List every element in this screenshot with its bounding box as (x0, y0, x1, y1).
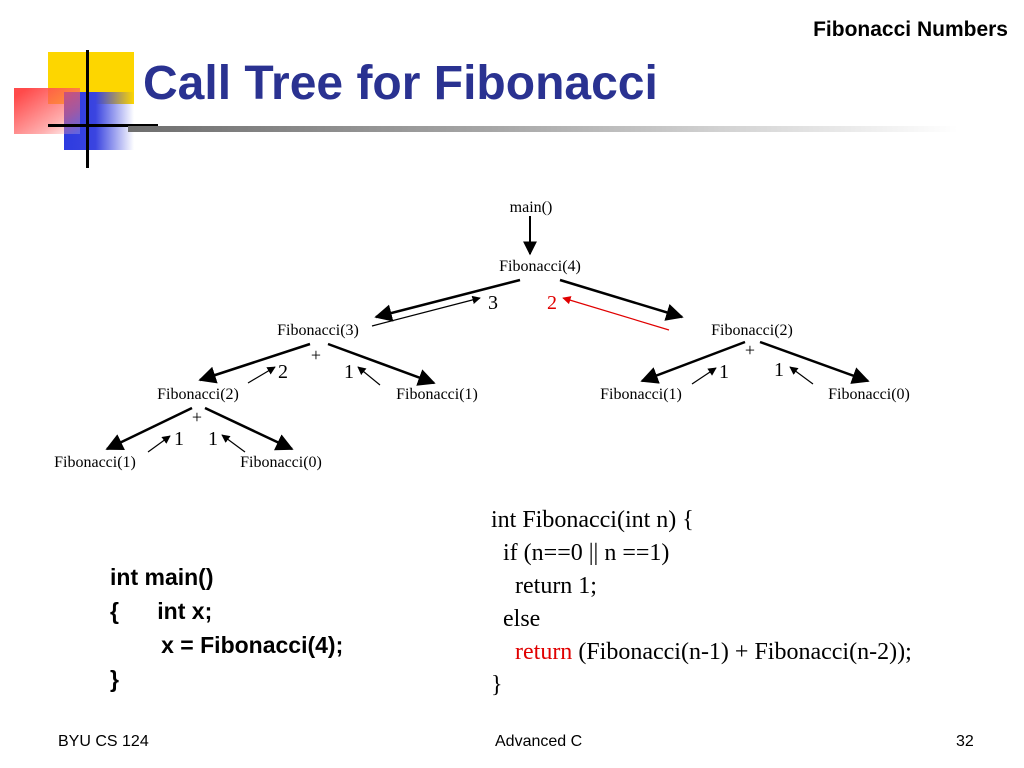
edge-fib2l-fib1ll (105, 406, 193, 451)
edge-fib1ll-return (147, 435, 171, 453)
edge-fib0l-return (221, 434, 246, 453)
edge-fib2l-fib0l (204, 406, 294, 451)
main-code-line: x = Fibonacci(4); (110, 632, 344, 658)
code-text: (Fibonacci(n-1) + Fibonacci(n-2)); (572, 639, 912, 665)
fibonacci-code: int Fibonacci(int n) { if (n==0 || n ==1… (491, 504, 912, 702)
node-fib1m: Fibonacci(1) (396, 386, 478, 403)
plus-sign-p1: + (311, 345, 321, 365)
code-text (491, 639, 515, 665)
return-value-v1c: 1 (774, 359, 784, 381)
footer-center: Advanced C (495, 733, 583, 750)
node-fib2r: Fibonacci(2) (711, 322, 793, 339)
plus-sign-p3: + (192, 407, 202, 427)
code-line: return 1; (491, 570, 912, 603)
return-value-v2: 2 (278, 361, 288, 383)
code-text: else (491, 606, 541, 632)
edge-fib2r-fib1r (640, 340, 746, 384)
code-line: } (491, 669, 912, 702)
node-fib3: Fibonacci(3) (277, 322, 359, 339)
title-rule (128, 126, 958, 132)
code-text: } (491, 672, 503, 698)
edge-fib1m-return (357, 366, 381, 386)
node-fib2l: Fibonacci(2) (157, 386, 239, 403)
header-title: Fibonacci Numbers (813, 18, 1008, 41)
footer-left: BYU CS 124 (58, 733, 149, 750)
slide-title: Call Tree for Fibonacci (143, 57, 658, 110)
return-keyword: return (515, 639, 573, 665)
code-text: return 1; (491, 573, 597, 599)
return-value-v1d: 1 (174, 428, 184, 450)
page-number: 32 (956, 733, 974, 750)
code-text: int Fibonacci(int n) { (491, 507, 694, 533)
main-code-line: } (110, 666, 119, 692)
main-code: int main() { int x; x = Fibonacci(4);} (110, 560, 343, 696)
code-line: else (491, 603, 912, 636)
edge-fib2r-return (562, 296, 670, 331)
edge-fib3-fib1m (327, 342, 436, 386)
decor-vertical-line (86, 50, 89, 168)
main-code-line: int main() (110, 564, 214, 590)
node-fib0r: Fibonacci(0) (828, 386, 910, 403)
main-code-line: { int x; (110, 598, 213, 624)
edge-fib2r-fib0r (759, 340, 870, 384)
edge-fib3-return (371, 295, 481, 327)
code-line: if (n==0 || n ==1) (491, 537, 912, 570)
return-value-v2top: 2 (547, 292, 557, 314)
edge-fib4-fib3 (374, 278, 521, 322)
edge-fib3-fib2l (198, 342, 311, 384)
node-fib1ll: Fibonacci(1) (54, 454, 136, 471)
code-text: if (n==0 || n ==1) (491, 540, 670, 566)
node-fib1r: Fibonacci(1) (600, 386, 682, 403)
edge-fib0r-return (789, 366, 814, 385)
node-fib4: Fibonacci(4) (499, 258, 581, 275)
node-main: main() (510, 199, 553, 216)
node-fib0l: Fibonacci(0) (240, 454, 322, 471)
return-value-v1b: 1 (719, 361, 729, 383)
edge-fib2l-return (247, 366, 276, 384)
return-value-v3: 3 (488, 292, 498, 314)
code-line: int Fibonacci(int n) { (491, 504, 912, 537)
return-value-v1e: 1 (208, 428, 218, 450)
decor-horizontal-line (48, 124, 158, 127)
return-value-v1a: 1 (344, 361, 354, 383)
edge-fib1r-return (691, 367, 717, 385)
plus-sign-p2: + (745, 340, 755, 360)
edge-fib4-fib2r (559, 278, 684, 321)
code-line: return (Fibonacci(n-1) + Fibonacci(n-2))… (491, 636, 912, 669)
